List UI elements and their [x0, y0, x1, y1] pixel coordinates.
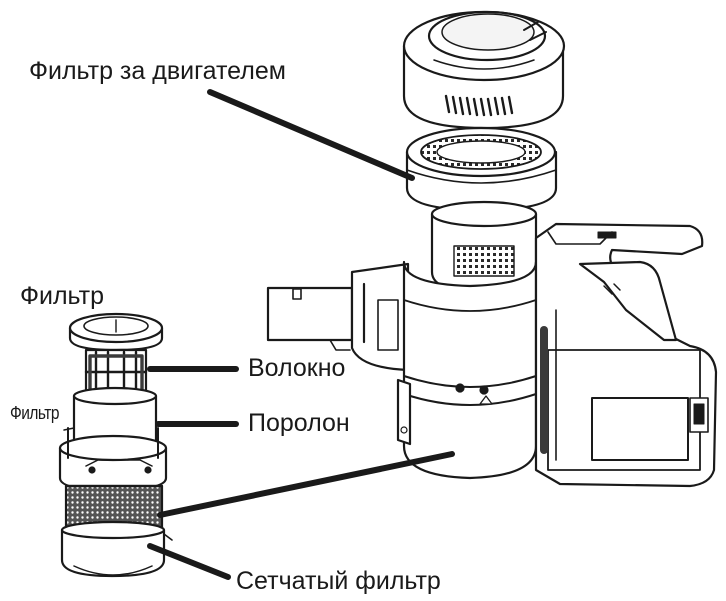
label-foam: Поролон [248, 409, 350, 437]
label-filter-side: Фильтр [10, 403, 59, 423]
filter-assembly [58, 312, 173, 578]
label-fiber: Волокно [248, 354, 346, 382]
leader-motor-filter [207, 89, 415, 181]
leader-mesh-filter [147, 543, 231, 580]
leader-mesh [157, 451, 455, 518]
vacuum-body [266, 200, 718, 488]
label-filter: Фильтр [20, 282, 104, 310]
label-motor-filter: Фильтр за двигателем [29, 57, 286, 85]
motor-cap [402, 10, 566, 130]
motor-filter-ring [405, 126, 558, 212]
label-mesh-filter: Сетчатый фильтр [236, 567, 441, 595]
